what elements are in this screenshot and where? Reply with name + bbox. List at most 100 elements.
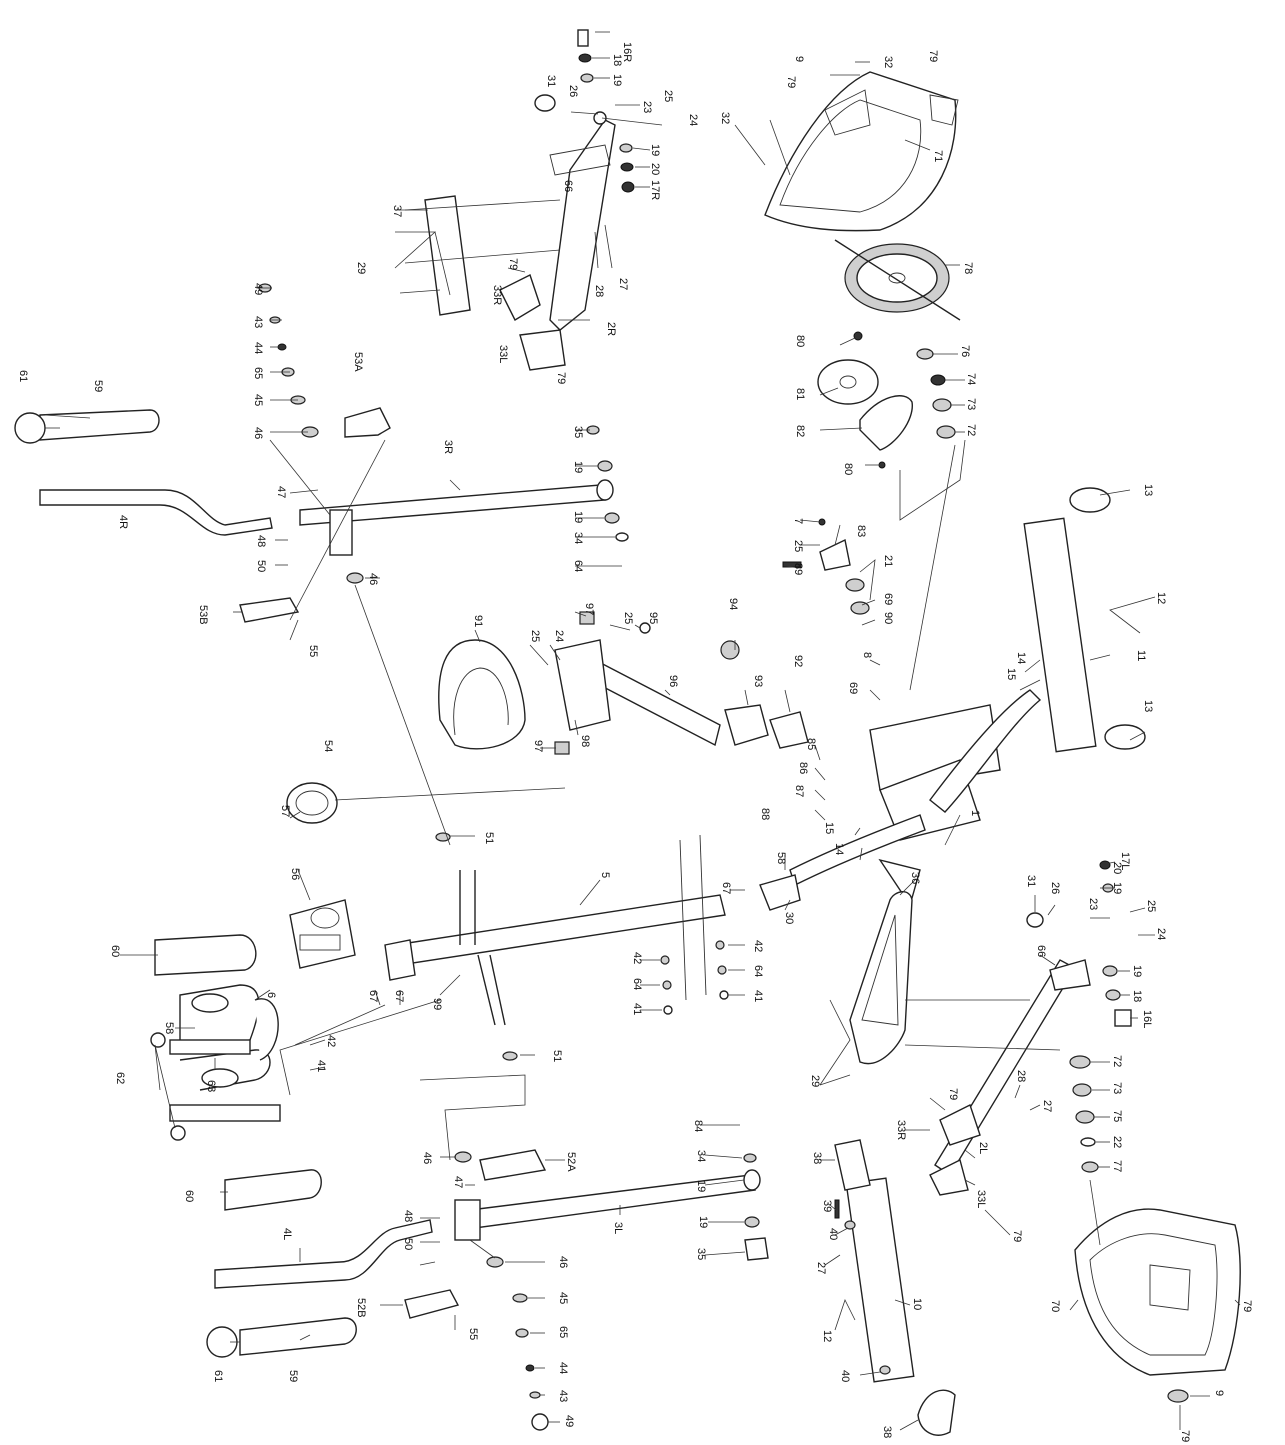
part-label: 79	[555, 372, 567, 384]
part-label: 79	[1241, 1300, 1253, 1312]
part-number-labels: 16R 18 19 31 26 25 24 23 19 20 17R 66 37…	[17, 42, 1253, 1442]
part-label: 27	[617, 278, 629, 290]
part-label: 42	[631, 952, 643, 964]
part-label: 79	[1011, 1230, 1023, 1242]
part-label: 83	[855, 525, 867, 537]
part-label: 29	[809, 1075, 821, 1087]
part-label: 99	[431, 998, 443, 1010]
cover-52B	[404, 1289, 460, 1319]
part-label: 35	[695, 1248, 707, 1260]
part-label: 79	[785, 76, 797, 88]
part-label: 31	[1025, 875, 1037, 887]
part-label: 38	[881, 1426, 893, 1438]
part-label: 76	[959, 345, 971, 357]
left-lower-arm	[454, 1153, 769, 1261]
part-label: 19	[611, 74, 623, 86]
bearing-stack-left	[1069, 1055, 1099, 1173]
part-label: 70	[1049, 1300, 1061, 1312]
part-label: 8	[861, 652, 873, 658]
part-label: 85	[805, 738, 817, 750]
left-upper-handlebar	[214, 1219, 433, 1289]
part-label: 34	[695, 1150, 707, 1162]
main-frame	[789, 487, 1146, 907]
part-label: 69	[882, 593, 894, 605]
computer-console	[286, 782, 566, 824]
part-label: 86	[797, 762, 809, 774]
part-label: 45	[557, 1292, 569, 1304]
part-label: 16L	[1141, 1010, 1153, 1028]
part-label: 23	[641, 101, 653, 113]
part-label: 80	[842, 463, 854, 475]
part-label: 14	[833, 843, 845, 855]
part-label: 49	[252, 283, 264, 295]
cover-53A	[344, 407, 391, 438]
part-label: 79	[947, 1088, 959, 1100]
part-label: 64	[752, 965, 764, 977]
part-label: 15	[823, 822, 835, 834]
bearing-stack-right	[916, 348, 956, 439]
part-label: 65	[252, 367, 264, 379]
part-label: 87	[793, 785, 805, 797]
part-label: 38	[811, 1152, 823, 1164]
cover-52A	[479, 1149, 547, 1181]
part-label: 82	[794, 425, 806, 437]
part-label: 19	[697, 1216, 709, 1228]
part-label: 67	[367, 990, 379, 1002]
part-label: 27	[815, 1262, 827, 1274]
part-label: 35	[572, 426, 584, 438]
part-label: 48	[402, 1210, 414, 1222]
left-shroud	[1074, 1208, 1241, 1403]
part-label: 55	[467, 1328, 479, 1340]
part-label: 74	[965, 373, 977, 385]
part-label: 88	[759, 808, 771, 820]
part-label: 59	[287, 1370, 299, 1382]
part-label: 25	[622, 612, 634, 624]
part-label: 48	[255, 535, 267, 547]
part-label: 4L	[281, 1228, 293, 1240]
part-label: 79	[927, 50, 939, 62]
part-label: 53A	[352, 352, 364, 372]
seat-post	[554, 611, 809, 755]
part-label: 73	[965, 398, 977, 410]
part-label: 75	[1111, 1110, 1123, 1122]
part-label: 65	[557, 1326, 569, 1338]
right-lower-arm	[299, 479, 614, 584]
part-label: 41	[631, 1003, 643, 1015]
part-label: 46	[421, 1152, 433, 1164]
part-label: 58	[775, 852, 787, 864]
part-label: 42	[325, 1035, 337, 1047]
part-label: 26	[567, 85, 579, 97]
part-label: 21	[882, 555, 894, 567]
part-label: 41	[752, 990, 764, 1002]
part-label: 25	[1145, 900, 1157, 912]
part-label: 95	[647, 612, 659, 624]
part-label: 24	[553, 630, 565, 642]
part-label: 67	[393, 990, 405, 1002]
part-label: 28	[593, 285, 605, 297]
part-label: 19	[649, 144, 661, 156]
part-label: 19	[1131, 965, 1143, 977]
part-label: 62	[114, 1072, 126, 1084]
part-label: 93	[752, 675, 764, 687]
part-label: 72	[1111, 1055, 1123, 1067]
part-label: 32	[719, 112, 731, 124]
part-label: 78	[962, 262, 974, 274]
part-label: 9	[1213, 1390, 1225, 1396]
part-label: 69	[847, 682, 859, 694]
part-label: 84	[692, 1120, 704, 1132]
part-label: 52A	[565, 1152, 577, 1172]
left-pedal-arm	[929, 860, 1132, 1196]
part-label: 11	[1135, 650, 1147, 661]
part-label: 56	[289, 868, 301, 880]
part-label: 59	[92, 380, 104, 392]
part-label: 17L	[1119, 852, 1131, 870]
part-label: 89	[792, 563, 804, 575]
part-label: 50	[402, 1238, 414, 1250]
part-label: 15	[1005, 668, 1017, 680]
part-label: 46	[367, 573, 379, 585]
part-label: 7	[792, 518, 804, 524]
part-label: 49	[563, 1415, 575, 1427]
part-label: 3R	[442, 440, 454, 454]
part-label: 13	[1142, 700, 1154, 712]
part-label: 52B	[355, 1298, 367, 1318]
